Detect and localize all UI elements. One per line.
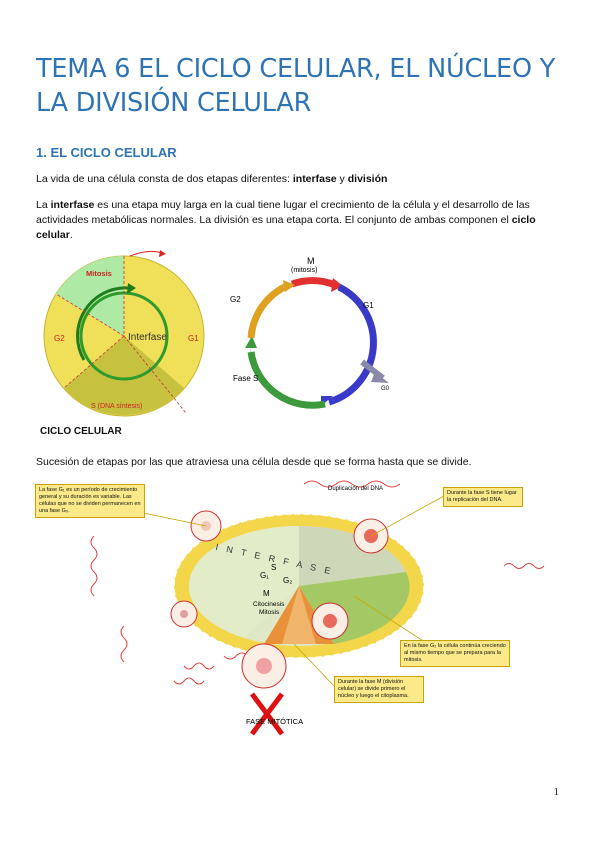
s-detail-label: S [271, 563, 276, 572]
s-label: S (DNA síntesis) [91, 403, 142, 410]
mitosis-label: Mitosis [86, 269, 112, 278]
g2-ring-label: G2 [230, 295, 241, 304]
page-number: 1 [553, 786, 560, 798]
section-heading: 1. EL CICLO CELULAR [36, 145, 177, 160]
cell-cycle-detailed-figure: I N T E R F A S E G₁ S G₂ M Citocinesis … [90, 480, 545, 736]
callout-g2: En la fase G₂ la célula continúa crecien… [400, 640, 510, 667]
g1-detail-label: G₁ [260, 571, 269, 580]
citocinesis-label: Citocinesis [253, 601, 285, 608]
g1-ring-label: G1 [363, 301, 374, 310]
callout-m-phase: Durante la fase M (división celular) se … [334, 676, 424, 703]
callout-g0: La fase G₁ es un período de crecimiento … [35, 484, 145, 518]
paragraph-intro: La vida de una célula consta de dos etap… [36, 173, 388, 185]
paragraph-definition: Sucesión de etapas por las que atraviesa… [36, 456, 472, 468]
paragraph-interfase: La interfase es una etapa muy larga en l… [36, 199, 536, 241]
page-title: TEMA 6 EL CICLO CELULAR, EL NÚCLEO Y LA … [36, 54, 556, 118]
callout-s-phase: Durante la fase S tiene lugar la replica… [443, 487, 523, 507]
m-detail-label: M [263, 589, 270, 598]
s-ring-label: Fase S [233, 374, 258, 383]
cell-cycle-ring-figure: M (mitosis) G2 G1 G0 Fase S [230, 256, 390, 409]
g2-detail-label: G₂ [283, 576, 292, 585]
interfase-label: Interfase [128, 332, 167, 343]
g1-label: G1 [188, 334, 199, 343]
mitosis-sub-label: (mitosis) [291, 267, 317, 274]
dup-dna-label: Duplicación del DNA [328, 486, 383, 492]
fase-mitotica-label: FASE MITÓTICA [246, 717, 303, 726]
figure-caption: CICLO CELULAR [40, 426, 122, 437]
m-label: M [307, 256, 315, 266]
cell-cycle-pie-figure: Mitosis G2 G1 S (DNA síntesis) Interfase [43, 250, 205, 417]
g0-label: G0 [381, 386, 390, 392]
g2-label: G2 [54, 334, 65, 343]
mitosis-detail-label: Mitosis [259, 609, 280, 616]
